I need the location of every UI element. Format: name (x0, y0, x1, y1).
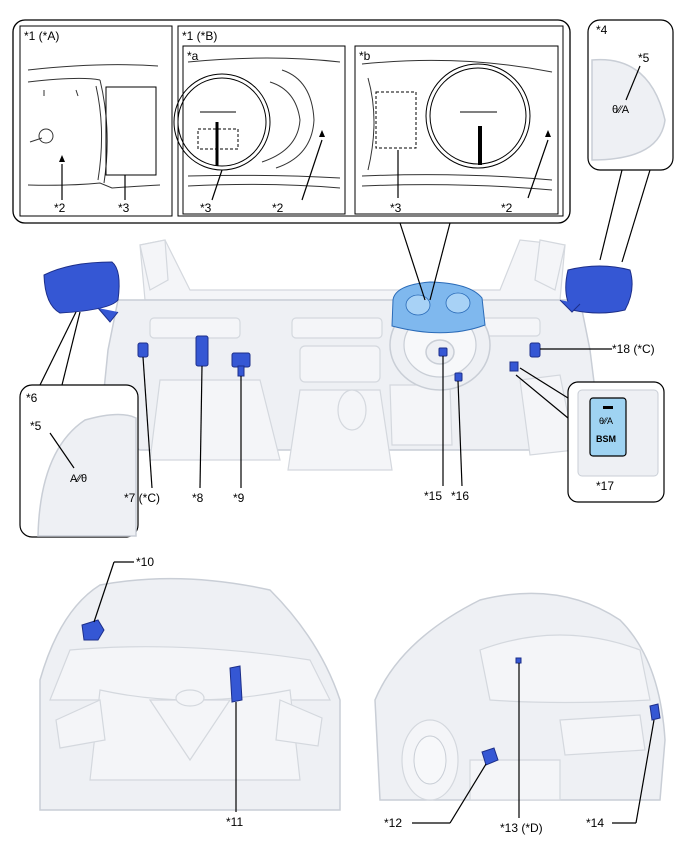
dashboard-illustration (99, 239, 601, 471)
svg-text:*15: *15 (424, 489, 442, 503)
svg-text:*a: *a (187, 49, 199, 63)
part-7 (137, 342, 149, 358)
left-outer-mirror (43, 261, 120, 314)
svg-text:*18 (*C): *18 (*C) (612, 342, 655, 356)
svg-text:*2: *2 (272, 201, 284, 215)
part-13 (515, 657, 522, 664)
svg-text:*5: *5 (30, 419, 42, 433)
part-18 (529, 342, 541, 358)
bsm-switch (589, 397, 627, 457)
part-11 (229, 665, 243, 703)
svg-text:*9: *9 (233, 491, 245, 505)
svg-text:*2: *2 (54, 201, 66, 215)
part-8 (195, 335, 209, 367)
rear-car-illustration (374, 592, 666, 801)
bsm-indicator-icon-left: Α⁄⁄θ (70, 473, 87, 485)
svg-text:*11: *11 (226, 815, 243, 829)
part-14 (649, 703, 661, 721)
part-16 (454, 372, 463, 382)
svg-text:*5: *5 (638, 51, 650, 65)
svg-text:*6: *6 (26, 391, 38, 405)
part-12 (481, 747, 499, 766)
front-car-illustration (39, 577, 341, 811)
svg-text:*3: *3 (200, 201, 212, 215)
svg-text:θ⁄⁄Α: θ⁄⁄Α (599, 416, 613, 426)
svg-text:*13 (*D): *13 (*D) (500, 821, 543, 835)
right-outer-mirror (565, 265, 633, 314)
part-9 (231, 352, 251, 368)
label-1a: *1 (*A) (24, 29, 59, 43)
svg-text:*16: *16 (451, 489, 469, 503)
svg-text:*7 (*C): *7 (*C) (124, 491, 160, 505)
svg-text:*3: *3 (390, 201, 402, 215)
svg-text:*12: *12 (384, 816, 402, 830)
bsm-indicator-icon: θ⁄⁄Α (612, 104, 630, 116)
part-10 (81, 619, 105, 641)
svg-text:*17: *17 (596, 479, 614, 493)
part-15 (438, 347, 448, 357)
svg-text:*b: *b (359, 49, 371, 63)
svg-text:*10: *10 (136, 555, 154, 569)
bsm-switch-label: BSM (596, 434, 616, 444)
svg-text:*8: *8 (192, 491, 204, 505)
svg-text:*2: *2 (501, 201, 513, 215)
display-area-3c (375, 91, 417, 149)
label-1b: *1 (*B) (182, 29, 217, 43)
display-area-3a (105, 86, 157, 176)
svg-text:*3: *3 (118, 201, 130, 215)
svg-text:*4: *4 (596, 23, 608, 37)
svg-text:*14: *14 (586, 816, 604, 830)
